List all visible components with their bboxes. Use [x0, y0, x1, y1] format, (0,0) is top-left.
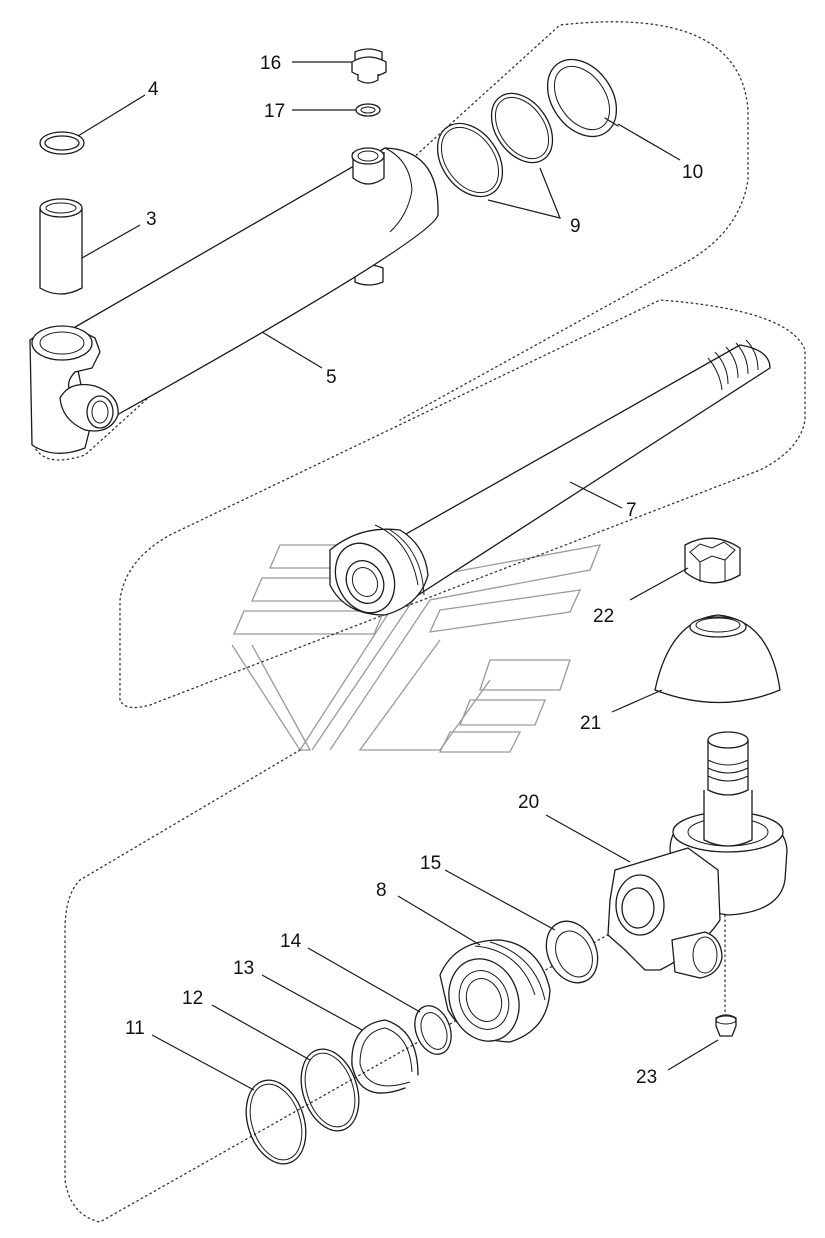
backup-ring-part-11	[245, 1079, 307, 1165]
leader-11	[151, 1034, 255, 1091]
callout-23: 23	[636, 1067, 657, 1088]
assembly-outline-lower	[64, 749, 741, 1223]
leader-23	[667, 1039, 719, 1071]
callout-17: 17	[264, 101, 285, 122]
plug-part-16	[351, 48, 387, 84]
rod-seal-part-14	[414, 1005, 452, 1055]
split-ring-part-10	[546, 58, 619, 138]
leader-3	[81, 224, 141, 259]
leader-21	[611, 689, 663, 713]
o-ring-part-12	[300, 1048, 360, 1132]
tie-rod-end-part-20	[607, 731, 788, 979]
washer-part-17	[355, 103, 381, 117]
callout-14: 14	[280, 931, 302, 952]
grease-fitting-part-23	[715, 1014, 737, 1037]
callout-12: 12	[182, 988, 203, 1009]
callout-22: 22	[593, 606, 614, 627]
callout-10: 10	[682, 162, 703, 183]
piston-rod-part-7	[329, 339, 771, 616]
leader-12	[211, 1004, 311, 1061]
callout-labels: 4 3 5 7 8 9 10 11 12 13 14 15 16 17 20 2…	[125, 53, 703, 1088]
bushing-part-3	[39, 198, 83, 295]
callout-13: 13	[233, 958, 254, 979]
leader-22	[629, 567, 689, 601]
dust-cover-part-21	[654, 614, 781, 704]
callout-7: 7	[626, 500, 637, 521]
cylinder-barrel-part-5	[29, 147, 439, 454]
leader-20	[545, 814, 631, 863]
callout-8: 8	[376, 880, 387, 901]
callout-4: 4	[148, 79, 159, 100]
leader-4	[77, 94, 146, 137]
leader-7	[569, 481, 623, 509]
gland-part-8	[439, 939, 551, 1043]
callout-3: 3	[146, 209, 157, 230]
leader-8	[397, 895, 481, 946]
callout-20: 20	[518, 792, 539, 813]
leader-15	[444, 869, 556, 931]
castle-nut-part-22	[684, 537, 741, 584]
leader-5	[261, 331, 323, 369]
leader-lines	[77, 61, 719, 1091]
callout-9: 9	[570, 216, 581, 237]
wiper-seal-part-15	[545, 920, 599, 984]
leader-13	[261, 974, 363, 1031]
callout-5: 5	[326, 367, 337, 388]
o-ring-part-9	[436, 92, 554, 198]
callout-11: 11	[125, 1018, 145, 1039]
washer-part-4	[39, 131, 85, 155]
snap-ring-part-13	[351, 1019, 419, 1094]
leader-14	[307, 947, 421, 1013]
callout-16: 16	[260, 53, 281, 74]
leader-9	[487, 167, 561, 219]
callout-21: 21	[580, 713, 601, 734]
assembly-outline-upper	[31, 21, 749, 461]
callout-15: 15	[420, 853, 441, 874]
leader-10	[617, 123, 681, 161]
